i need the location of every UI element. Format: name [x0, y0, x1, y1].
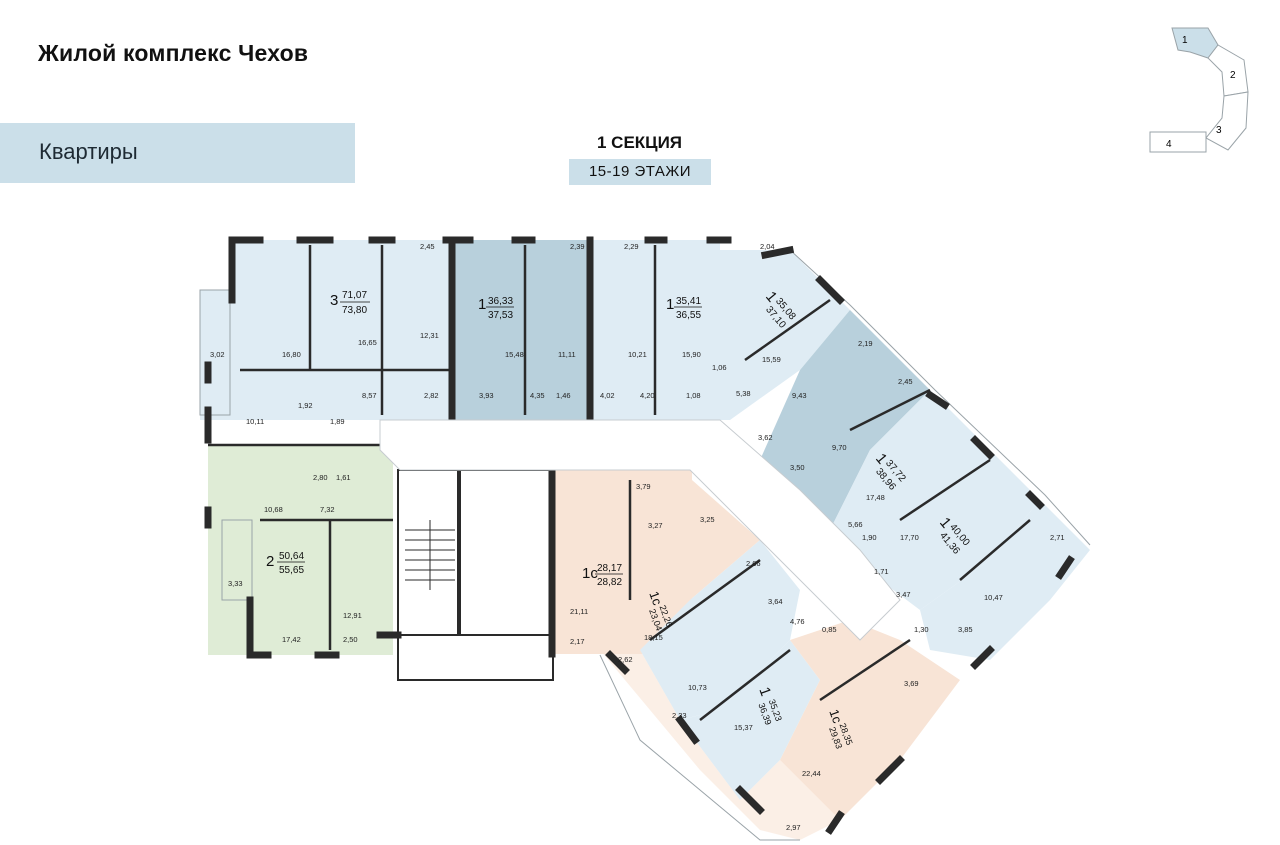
apt-rooms: 1 — [478, 296, 486, 313]
room-area: 3,50 — [790, 463, 805, 472]
room-area: 4,20 — [640, 391, 655, 400]
room-area: 3,79 — [636, 482, 651, 491]
apt-total: 37,53 — [488, 310, 513, 321]
room-area: 8,57 — [362, 391, 377, 400]
apt-3-71[interactable] — [232, 240, 452, 420]
room-area: 11,11 — [558, 350, 576, 359]
room-area: 3,47 — [896, 590, 911, 599]
room-area: 4,76 — [790, 617, 805, 626]
room-area: 22,44 — [802, 769, 821, 778]
room-area: 10,47 — [984, 593, 1003, 602]
room-area: 1,06 — [712, 363, 727, 372]
room-area: 5,66 — [848, 520, 863, 529]
room-area: 2,71 — [1050, 533, 1065, 542]
room-area: 3,69 — [904, 679, 919, 688]
room-area: 7,32 — [320, 505, 335, 514]
room-area: 3,33 — [228, 579, 243, 588]
room-area: 4,02 — [600, 391, 615, 400]
room-area: 3,85 — [958, 625, 973, 634]
room-area: 3,25 — [700, 515, 715, 524]
room-area: 16,65 — [358, 338, 377, 347]
tab-apartments-label: Квартиры — [39, 139, 138, 164]
apt-area: 36,33 — [488, 296, 513, 307]
room-area: 1,30 — [914, 625, 929, 634]
room-area: 2,97 — [786, 823, 801, 832]
room-area: 0,85 — [822, 625, 837, 634]
room-area: 2,39 — [570, 242, 585, 251]
room-area: 1,92 — [298, 401, 313, 410]
room-area: 18,15 — [644, 633, 663, 642]
apt-1-36[interactable] — [452, 240, 590, 420]
apt-1-37[interactable] — [760, 310, 930, 530]
room-area: 17,48 — [866, 493, 885, 502]
apt-total: 73,80 — [342, 305, 367, 316]
room-area: 1,46 — [556, 391, 571, 400]
room-area: 4,35 — [530, 391, 545, 400]
room-area: 2,45 — [420, 242, 435, 251]
room-area: 16,80 — [282, 350, 301, 359]
room-area: 9,70 — [832, 443, 847, 452]
apt-rooms: 1с — [646, 589, 665, 608]
room-area: 2,50 — [343, 635, 358, 644]
room-area: 15,90 — [682, 350, 701, 359]
room-area: 15,59 — [762, 355, 781, 364]
room-area: 1,71 — [874, 567, 889, 576]
room-area: 1,89 — [330, 417, 345, 426]
room-area: 1,61 — [336, 473, 351, 482]
room-area: 10,68 — [264, 505, 283, 514]
room-area: 2,17 — [570, 637, 585, 646]
room-area: 3,27 — [648, 521, 663, 530]
room-area: 12,31 — [420, 331, 439, 340]
apt-total: 55,65 — [279, 565, 304, 576]
room-area: 10,21 — [628, 350, 647, 359]
room-area: 21,11 — [570, 607, 588, 616]
room-area: 1,08 — [686, 391, 701, 400]
room-area: 10,73 — [688, 683, 707, 692]
apt-rooms: 2 — [266, 553, 274, 570]
room-area: 17,70 — [900, 533, 919, 542]
room-area: 1,90 — [862, 533, 877, 542]
apt-1-35-bottom[interactable] — [640, 540, 800, 720]
section-title: 1 СЕКЦИЯ — [596, 133, 683, 152]
room-area: 10,11 — [246, 417, 264, 426]
apt-area: 35,41 — [676, 296, 701, 307]
room-area: 15,37 — [734, 723, 753, 732]
apt-area: 71,07 — [342, 290, 367, 301]
room-area: 2,66 — [746, 559, 761, 568]
room-area: 17,42 — [282, 635, 301, 644]
apt-total: 36,55 — [676, 310, 701, 321]
room-area: 3,62 — [758, 433, 773, 442]
room-area: 3,64 — [768, 597, 783, 606]
apt-1c-28-35[interactable] — [780, 620, 960, 820]
room-area: 3,93 — [479, 391, 494, 400]
room-area: 2,62 — [618, 655, 633, 664]
room-area: 2,82 — [424, 391, 439, 400]
room-area: 2,19 — [858, 339, 873, 348]
page-title: Жилой комплекс Чехов — [38, 40, 309, 66]
room-area: 3,02 — [210, 350, 225, 359]
tab-apartments[interactable]: Квартиры — [0, 123, 355, 183]
apt-1c-22[interactable] — [610, 480, 760, 650]
room-area: 2,04 — [760, 242, 775, 251]
apt-area: 28,17 — [597, 563, 622, 574]
apt-rooms: 1с — [582, 565, 598, 582]
room-area: 9,43 — [792, 391, 807, 400]
apt-rooms: 3 — [330, 292, 338, 309]
room-area: 2,29 — [624, 242, 639, 251]
room-area: 2,33 — [672, 711, 687, 720]
room-area: 15,48 — [505, 350, 524, 359]
apt-rooms: 1 — [666, 296, 674, 313]
room-area: 5,38 — [736, 389, 751, 398]
room-area: 12,91 — [343, 611, 362, 620]
apt-rooms: 1с — [826, 707, 845, 726]
room-area: 2,80 — [313, 473, 328, 482]
apt-area: 50,64 — [279, 551, 304, 562]
room-area: 2,45 — [898, 377, 913, 386]
apt-total: 28,82 — [597, 577, 622, 588]
floors-badge: 15-19 ЭТАЖИ — [569, 159, 711, 185]
